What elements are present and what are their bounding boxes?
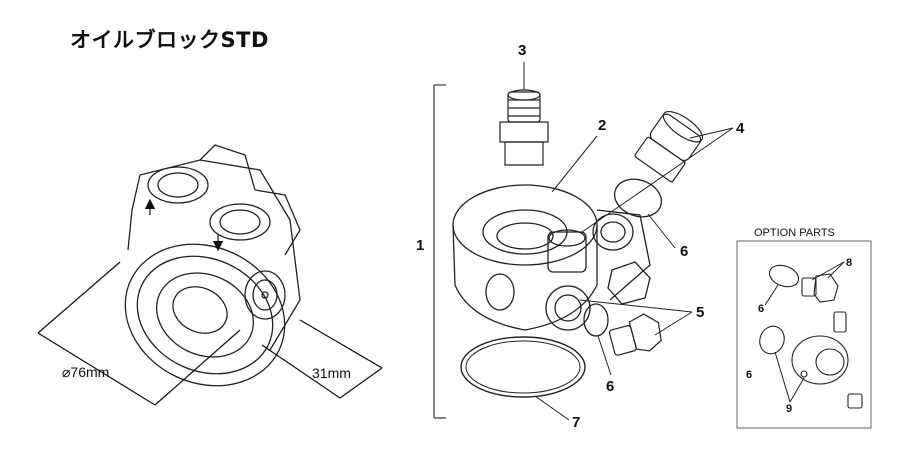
diameter-dimension-label: ⌀76mm (62, 364, 109, 380)
callout-1: 1 (416, 237, 424, 254)
part-6-o-ring-upper (613, 178, 663, 218)
dimension-lines (37, 261, 383, 406)
option-callout-6-upper: 6 (758, 303, 764, 315)
part-6-o-ring-lower (583, 303, 609, 337)
height-dimension-label: 31mm (312, 365, 351, 381)
part-4-fitting (634, 110, 704, 183)
callout-5: 5 (696, 304, 704, 321)
option-callout-6-lower: 6 (746, 369, 752, 381)
callout-2: 2 (598, 117, 606, 134)
option-part-8-plug (768, 264, 839, 303)
option-parts-title: OPTION PARTS (754, 227, 835, 239)
callout-6-lower: 6 (606, 378, 614, 395)
callout-3: 3 (518, 42, 526, 59)
callout-7: 7 (572, 414, 580, 431)
assembly-bracket (433, 84, 446, 419)
part-7-o-ring-inner (465, 340, 581, 394)
callout-6-upper: 6 (680, 243, 688, 260)
part-2-block-body (452, 184, 651, 331)
part-3-center-bolt (499, 89, 549, 166)
assembled-oil-block-illustration (124, 144, 301, 387)
option-callout-8: 8 (846, 257, 852, 269)
callout-4: 4 (736, 120, 745, 137)
part-5-plug (608, 313, 662, 356)
option-part-9-adapter (759, 311, 863, 409)
option-callout-9: 9 (786, 403, 792, 415)
option-parts-box (736, 240, 872, 429)
page-title: オイルブロックSTD (70, 28, 269, 52)
part-7-large-o-ring (460, 336, 586, 398)
